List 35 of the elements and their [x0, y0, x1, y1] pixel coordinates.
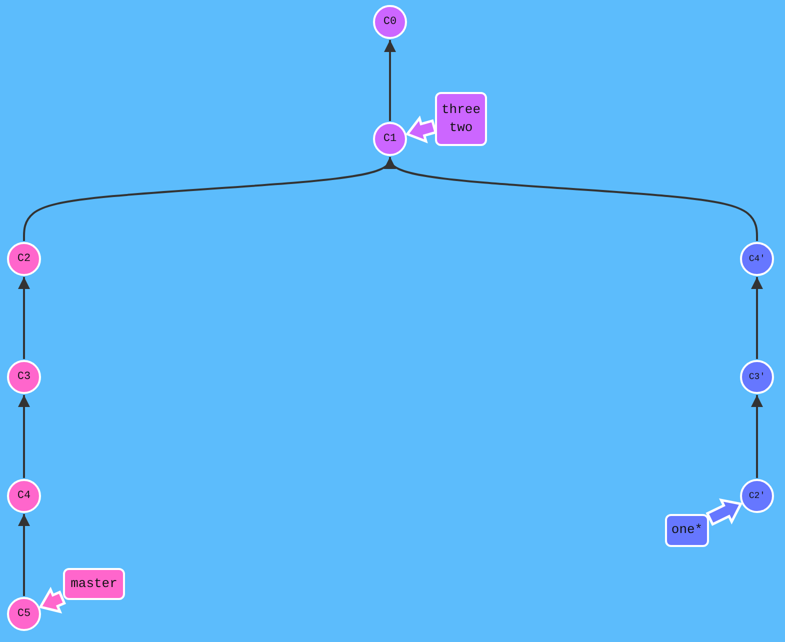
branch-pointer-arrow [706, 498, 743, 526]
branch-pointer-arrow [38, 586, 66, 614]
commit-id: C3 [17, 371, 31, 383]
commit-circle [740, 479, 774, 513]
commit-circle [373, 5, 407, 39]
parent-arrow [751, 277, 763, 359]
commit-id: C2 [17, 253, 31, 265]
parent-arrow [384, 40, 396, 121]
commit-id: C5 [17, 608, 31, 620]
commit-circle [7, 597, 41, 631]
commit-id: C0 [383, 16, 397, 28]
parent-arrow [18, 514, 30, 596]
commit-circle [740, 242, 774, 276]
branch-name: three [441, 101, 480, 119]
commit-circle [740, 360, 774, 394]
parent-arrow [18, 277, 30, 359]
branch-label [435, 92, 487, 146]
commit-id: C4 [17, 490, 31, 502]
commit-circle [373, 122, 407, 156]
parent-arrow [384, 156, 758, 241]
parent-arrow [751, 395, 763, 478]
commit-circle [7, 242, 41, 276]
commit-id: C4' [748, 254, 766, 264]
commit-id: C3' [748, 372, 766, 382]
branch-label [63, 568, 125, 600]
branch-name: one* [671, 521, 703, 539]
commit-circle [7, 479, 41, 513]
branch-label [665, 514, 709, 546]
parent-arrow [18, 395, 30, 478]
branch-name: master [70, 575, 118, 593]
commit-circle [7, 360, 41, 394]
branch-pointer-arrow [405, 115, 438, 144]
commit-id: C1 [383, 133, 397, 145]
branch-name: two [449, 119, 473, 137]
commit-id: C2' [748, 491, 766, 501]
